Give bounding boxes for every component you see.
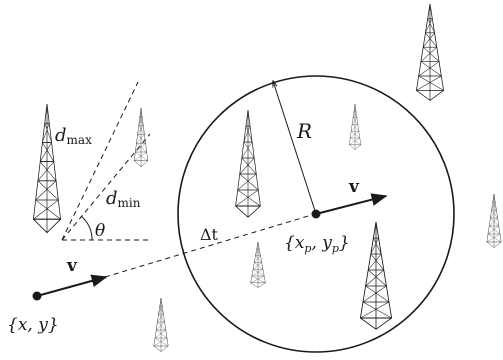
- velocity-label-end: v: [348, 177, 360, 197]
- theta-arc: [80, 215, 93, 241]
- d-min-line: [61, 133, 151, 241]
- trajectory-dashed-line: [104, 213, 316, 278]
- d-min-label: dmin: [106, 188, 141, 210]
- coverage-circle: [177, 75, 455, 353]
- velocity-arrow-end: [315, 193, 388, 215]
- tower-inside-right-small-icon: [349, 103, 361, 150]
- theta-label: θ: [95, 221, 105, 241]
- tower-inside-left-icon: [235, 109, 261, 218]
- tower-inside-bottom-small-icon: [250, 241, 266, 288]
- start-position-label: {x, y}: [7, 315, 59, 335]
- d-max-label: dmax: [55, 125, 92, 147]
- velocity-arrow-start: [36, 274, 108, 297]
- predicted-position-label: {xp, yp}: [284, 233, 350, 255]
- d-max-line: [61, 81, 139, 241]
- tower-right-edge-icon: [486, 193, 502, 248]
- delta-t-label: Δt: [200, 225, 219, 244]
- tower-top-small-icon: [133, 107, 149, 168]
- velocity-label-start: v: [66, 256, 78, 276]
- tower-bottom-small-icon: [153, 297, 169, 352]
- tower-top-right-icon: [416, 3, 444, 101]
- start-point: [32, 291, 42, 301]
- radius-label: R: [296, 119, 312, 143]
- tower-left-large-icon: [32, 103, 62, 234]
- tower-inside-bottom-large-icon: [359, 221, 393, 330]
- radius-arrow: [273, 81, 317, 215]
